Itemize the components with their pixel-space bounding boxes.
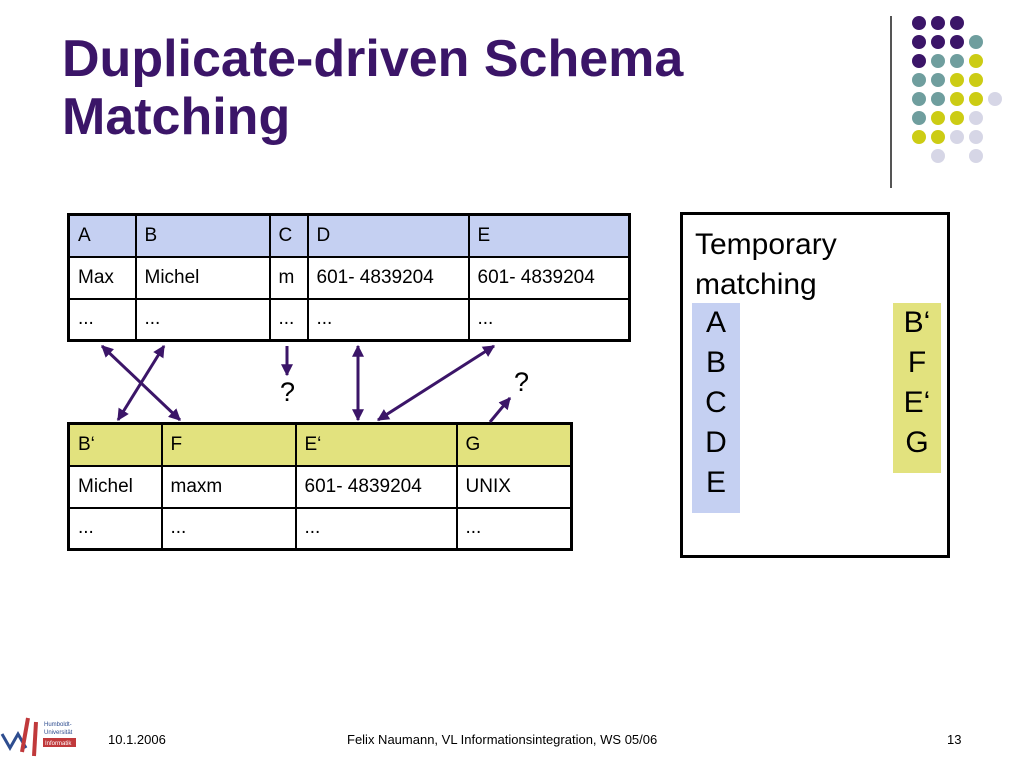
temporary-matching-source-column: A B C D E <box>692 303 740 513</box>
table-row: ... ... ... ... <box>67 506 573 551</box>
table-row: Max Michel m 601- 4839204 601- 4839204 <box>67 255 631 300</box>
source-header-cell: D <box>306 213 470 258</box>
target-header-cell: B‘ <box>67 422 163 467</box>
source-table: A B C D E Max Michel m 601- 4839204 601-… <box>67 213 631 342</box>
humboldt-university-logo: Humboldt- Universität Informatik <box>0 717 76 757</box>
dot-row-1 <box>912 16 964 30</box>
dot-row-7 <box>912 130 983 144</box>
dot-row-3 <box>912 54 983 68</box>
table-row: ... ... ... ... ... <box>67 297 631 342</box>
logo-text-line: Informatik <box>45 741 72 747</box>
table-cell: 601- 4839204 <box>467 255 631 300</box>
target-table-header-row: B‘ F E‘ G <box>67 422 573 467</box>
table-cell: maxm <box>160 464 297 509</box>
source-header-cell: C <box>268 213 309 258</box>
table-cell: 601- 4839204 <box>294 464 458 509</box>
table-cell: ... <box>160 506 297 551</box>
table-cell: ... <box>455 506 573 551</box>
footer-author: Felix Naumann, VL Informationsintegratio… <box>347 732 658 747</box>
table-cell: UNIX <box>455 464 573 509</box>
table-cell: ... <box>67 297 137 342</box>
temporary-matching-box: Temporary matching A B C D E B‘ F E‘ G <box>680 212 950 558</box>
table-cell: ... <box>134 297 271 342</box>
target-attribute: E‘ <box>903 386 931 419</box>
source-table-header-row: A B C D E <box>67 213 631 258</box>
target-attribute: F <box>907 346 927 379</box>
temporary-matching-title: Temporary matching <box>695 228 837 301</box>
arrow-E-to-Eprime <box>376 344 496 422</box>
target-attribute: B‘ <box>903 306 931 339</box>
temporary-matching-target-column: B‘ F E‘ G <box>893 303 941 473</box>
table-cell: ... <box>268 297 309 342</box>
arrow-B-to-Bprime <box>116 344 166 422</box>
dot-row-6 <box>912 111 983 125</box>
dot-row-5 <box>912 92 1002 106</box>
table-cell: ... <box>67 506 163 551</box>
slide-title: Duplicate-driven Schema Matching <box>62 30 684 146</box>
table-cell: m <box>268 255 309 300</box>
source-header-cell: B <box>134 213 271 258</box>
source-header-cell: A <box>67 213 137 258</box>
decorative-dot-grid <box>912 16 1002 163</box>
target-header-cell: E‘ <box>294 422 458 467</box>
table-cell: Max <box>67 255 137 300</box>
table-cell: ... <box>306 297 470 342</box>
source-attribute: B <box>705 346 726 379</box>
footer-date: 10.1.2006 <box>108 732 166 747</box>
table-cell: ... <box>467 297 631 342</box>
source-attribute: E <box>705 466 726 499</box>
source-attribute: C <box>705 386 727 419</box>
table-cell: 601- 4839204 <box>306 255 470 300</box>
source-attribute: D <box>705 426 727 459</box>
logo-text-line: Humboldt- <box>44 722 72 728</box>
dot-row-2 <box>912 35 983 49</box>
target-table: B‘ F E‘ G Michel maxm 601- 4839204 UNIX … <box>67 422 573 551</box>
table-cell: Michel <box>134 255 271 300</box>
target-attribute: G <box>905 426 929 459</box>
page-number: 13 <box>947 732 962 747</box>
table-cell: ... <box>294 506 458 551</box>
question-mark-c: ? <box>280 377 296 407</box>
logo-text-line: Universität <box>44 730 73 736</box>
dot-row-8 <box>931 149 983 163</box>
dot-row-4 <box>912 73 983 87</box>
target-header-cell: F <box>160 422 297 467</box>
title-divider-line <box>890 16 892 188</box>
question-mark-g: ? <box>514 367 530 397</box>
source-attribute: A <box>705 306 726 339</box>
source-header-cell: E <box>467 213 631 258</box>
target-header-cell: G <box>455 422 573 467</box>
table-row: Michel maxm 601- 4839204 UNIX <box>67 464 573 509</box>
arrow-A-to-F <box>100 344 182 422</box>
table-cell: Michel <box>67 464 163 509</box>
arrow-G-up <box>488 397 512 423</box>
